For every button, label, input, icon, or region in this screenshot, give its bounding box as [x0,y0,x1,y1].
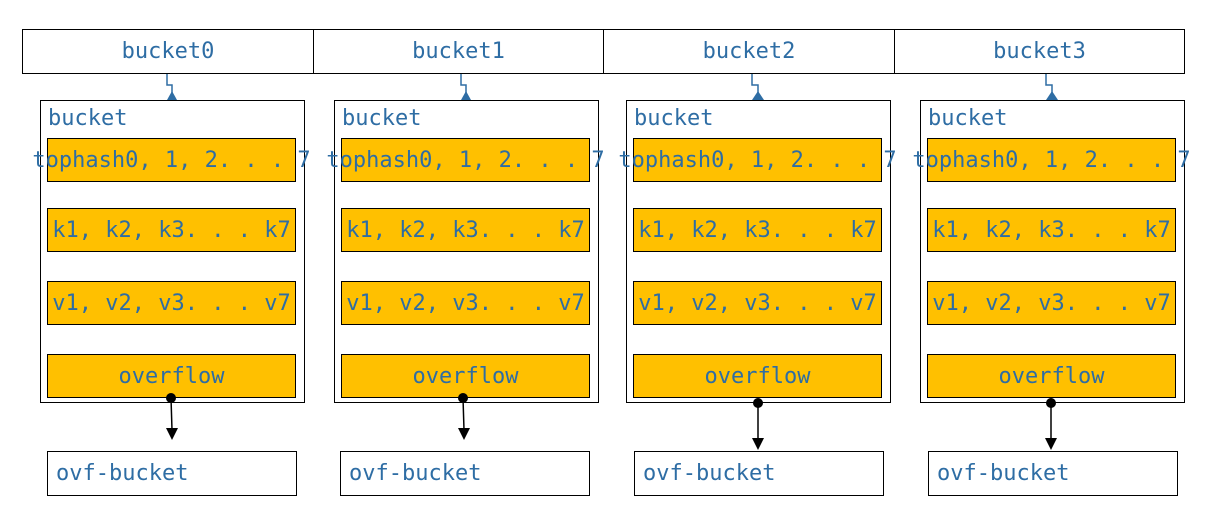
ovf-arrowhead-1 [458,428,470,440]
tophash-field-2: tophash0, 1, 2. . . 7 [618,138,897,182]
ovf-pointer-line-0 [170,397,173,431]
ovf-pointer-dot-0 [166,393,176,403]
tophash-field-0: tophash0, 1, 2. . . 7 [32,138,311,182]
header-bucket2: bucket2 [603,29,895,74]
header-arrowhead-2 [752,91,764,100]
keys-field-3: k1, k2, k3. . . k7 [927,208,1176,252]
tophash-field-3: tophash0, 1, 2. . . 7 [912,138,1191,182]
header-arrow-0 [166,74,173,93]
tophash-field-1: tophash0, 1, 2. . . 7 [326,138,605,182]
ovf-pointer-dot-1 [458,393,468,403]
ovf-arrowhead-2 [752,438,764,450]
bucket-title-1: bucket [342,106,422,131]
values-field-0: v1, v2, v3. . . v7 [47,281,296,325]
ovf-bucket-3: ovf-bucket [928,451,1178,496]
ovf-pointer-dot-3 [1046,398,1056,408]
header-arrowhead-0 [167,91,177,100]
header-bucket1: bucket1 [313,29,604,74]
keys-field-0: k1, k2, k3. . . k7 [47,208,296,252]
overflow-field-1: overflow [341,354,590,398]
header-bucket0-label: bucket0 [121,39,215,64]
header-bucket3-label: bucket3 [993,39,1086,64]
ovf-pointer-line-1 [462,397,465,431]
header-arrowhead-1 [461,91,471,100]
ovf-bucket-1: ovf-bucket [340,451,590,496]
ovf-bucket-0: ovf-bucket [47,451,297,496]
values-field-2: v1, v2, v3. . . v7 [633,281,882,325]
overflow-field-2: overflow [633,354,882,398]
ovf-pointer-dot-2 [753,398,763,408]
values-field-1: v1, v2, v3. . . v7 [341,281,590,325]
header-arrow-3 [1045,74,1053,93]
header-bucket2-label: bucket2 [702,39,796,64]
keys-field-2: k1, k2, k3. . . k7 [633,208,882,252]
header-arrow-1 [460,74,467,93]
header-bucket1-label: bucket1 [412,39,505,64]
header-arrow-2 [751,74,759,93]
header-bucket3: bucket3 [894,29,1185,74]
ovf-arrowhead-3 [1045,438,1057,450]
values-field-3: v1, v2, v3. . . v7 [927,281,1176,325]
keys-field-1: k1, k2, k3. . . k7 [341,208,590,252]
bucket-title-3: bucket [928,106,1008,131]
header-arrowhead-3 [1046,91,1058,100]
bucket-title-2: bucket [634,106,714,131]
bucket-title-0: bucket [48,106,128,131]
overflow-field-3: overflow [927,354,1176,398]
overflow-field-0: overflow [47,354,296,398]
ovf-arrowhead-0 [166,428,178,440]
header-bucket0: bucket0 [22,29,314,74]
ovf-bucket-2: ovf-bucket [634,451,884,496]
